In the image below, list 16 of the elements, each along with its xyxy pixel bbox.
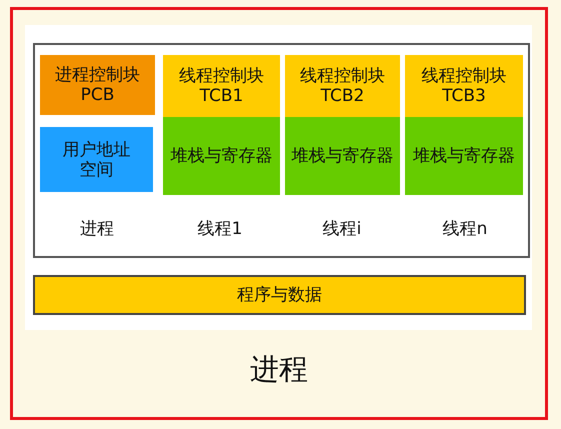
program-data-bar: 程序与数据 [33,275,526,315]
memory-block: 堆栈与寄存器 [163,117,280,195]
control-block: 线程控制块 TCB2 [285,55,400,117]
memory-block: 堆栈与寄存器 [405,117,523,195]
frame-border [10,7,548,420]
memory-block: 用户地址空间 [40,127,153,192]
control-block: 线程控制块 TCB3 [405,55,523,117]
column-label: 线程n [442,218,488,240]
control-block: 进程控制块 PCB [40,55,155,115]
memory-block: 堆栈与寄存器 [285,117,400,195]
column-label: 线程1 [196,218,244,240]
panel-border [33,43,530,258]
control-block: 线程控制块 TCB1 [163,55,280,117]
column-label: 线程i [322,218,362,240]
column-label: 进程 [79,218,115,240]
caption-text: 进程 [249,351,309,388]
